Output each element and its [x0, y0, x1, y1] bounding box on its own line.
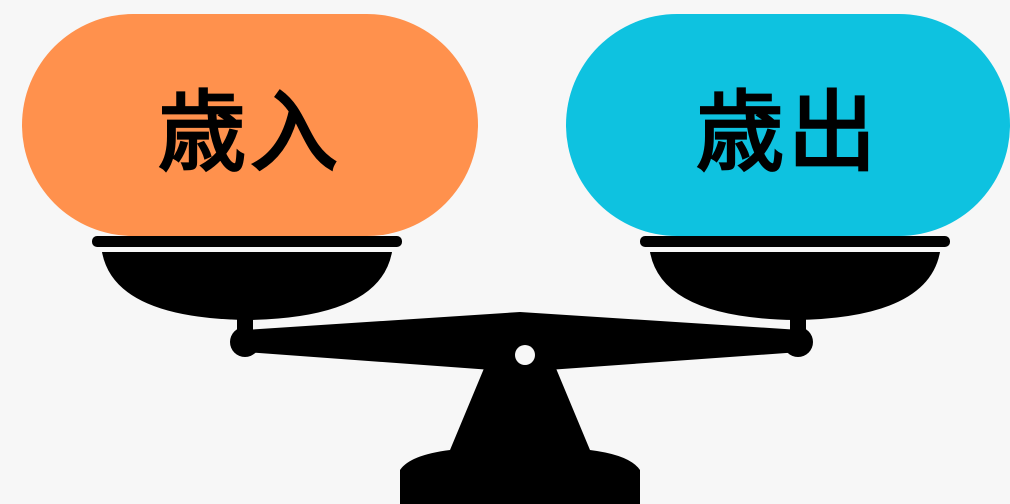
pan-rim-right: [640, 236, 950, 247]
revenue-label: 歳入: [22, 14, 478, 236]
pan-bowl-left: [102, 252, 392, 320]
pan-bowl-right: [650, 252, 940, 320]
pivot-hole: [515, 345, 535, 365]
expenditure-label: 歳出: [566, 14, 1010, 236]
pan-rim-left: [92, 236, 402, 247]
